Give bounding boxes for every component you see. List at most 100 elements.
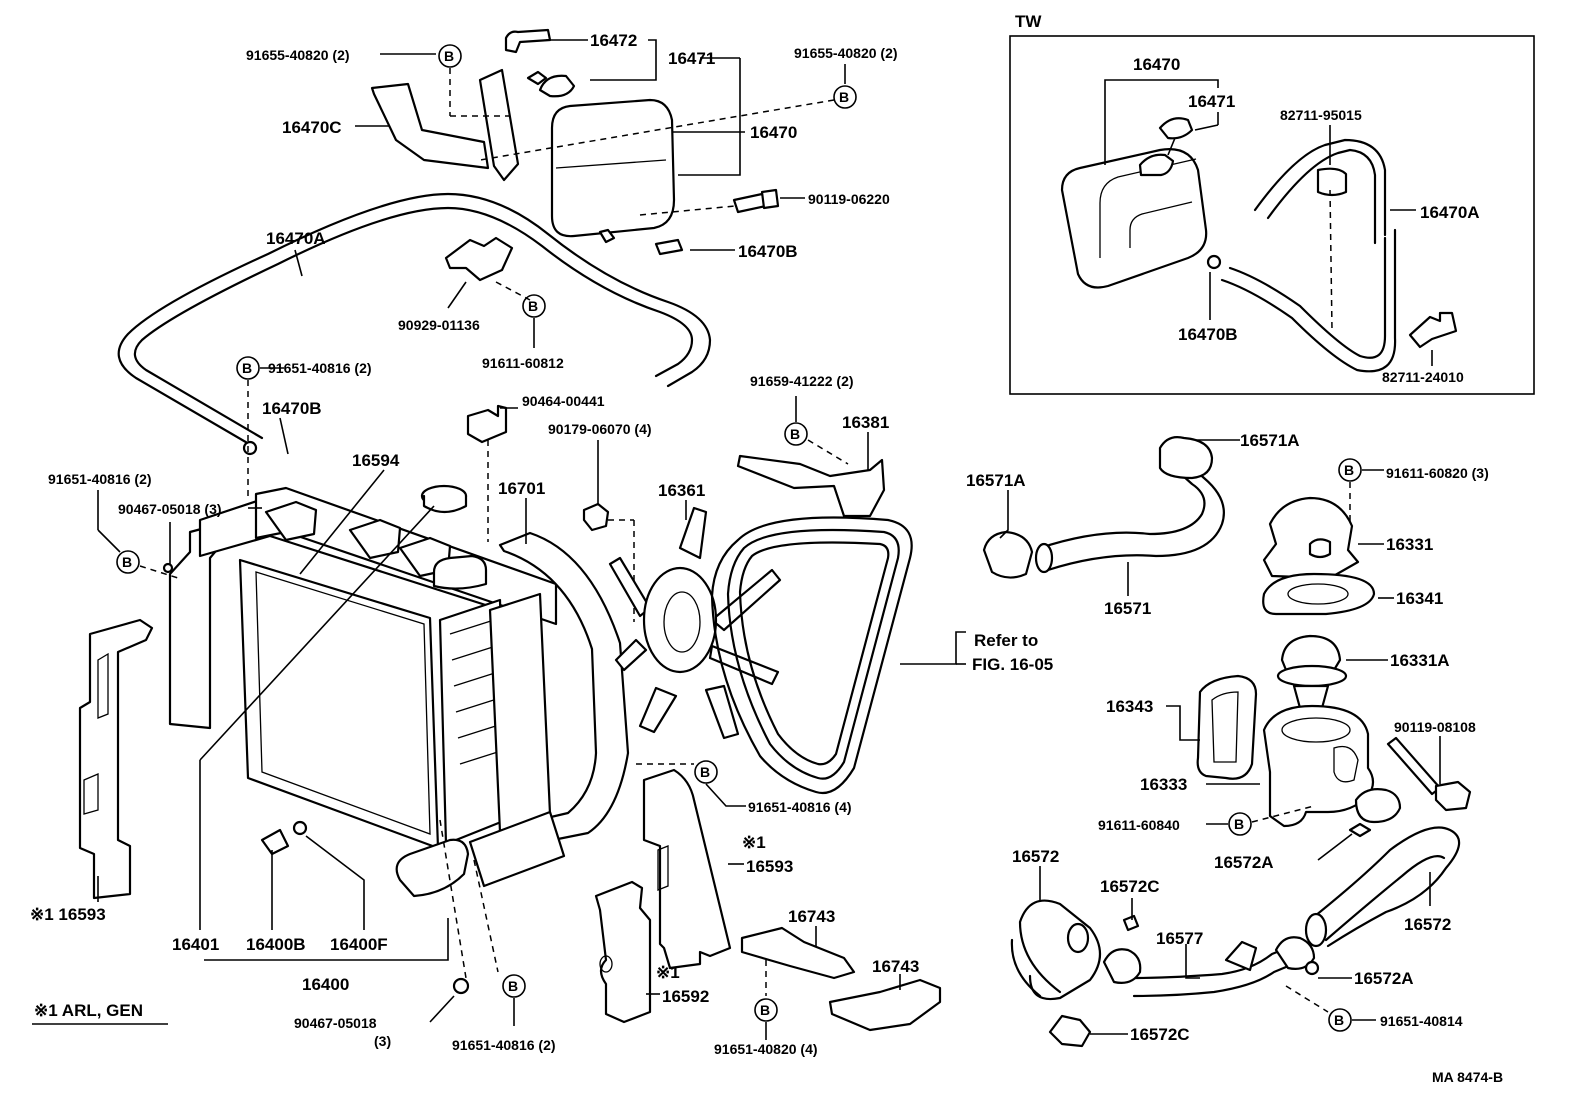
label-91651-40820-b: 91651-40820 (4) (714, 1041, 818, 1057)
tw-label-82711-95015: 82711-95015 (1280, 107, 1362, 123)
label-16331: 16331 (1386, 535, 1433, 554)
gasket-16343 (1196, 674, 1258, 780)
label-90464-00441: 90464-00441 (522, 393, 605, 409)
label-16401: 16401 (172, 935, 219, 954)
bolt-symbol-b8 (784, 422, 808, 446)
lower-seals-group: B 16743 16743 91651-40820 (4) (714, 907, 942, 1057)
water-pipe-16577 (1130, 944, 1300, 998)
mark-1-b: ※1 (656, 963, 680, 982)
bracket-90464-00441 (466, 404, 508, 444)
tw-clamp (1316, 167, 1348, 197)
clamp-16572C-top (1102, 948, 1142, 984)
label-16571A-left: 16571A (966, 471, 1026, 490)
hose-clamp-90929-01136 (444, 236, 514, 282)
label-refer-to: Refer to (974, 631, 1038, 650)
bolt-symbol-b5-text: B (122, 554, 132, 570)
label-16572-right: 16572 (1404, 915, 1451, 934)
fan-group: B 91659-41222 (2) 16381 16361 Refer to F… (608, 373, 1053, 795)
cap-clip (526, 70, 548, 86)
tw-clamp-82711 (1408, 311, 1458, 349)
lower-hose-16572-left (1018, 899, 1102, 1001)
label-16571: 16571 (1104, 599, 1151, 618)
label-16471: 16471 (668, 49, 715, 68)
label-91651-40816-d: 91651-40816 (2) (452, 1037, 556, 1053)
clamp-16572A-a (1354, 788, 1402, 824)
bracket-arm (478, 68, 520, 182)
side-panel-left (168, 522, 222, 730)
inset-frame (1009, 35, 1535, 395)
label-16361: 16361 (658, 481, 705, 500)
tank-nipple (598, 228, 616, 244)
tw-label-16470A: 16470A (1420, 203, 1480, 222)
label-91651-40816-b: 91651-40816 (2) (48, 471, 152, 487)
seal-16593-right (642, 768, 732, 970)
label-16470: 16470 (750, 123, 797, 142)
label-91651-40816-a: 91651-40816 (2) (268, 360, 372, 376)
water-outlet-16331 (1262, 496, 1360, 580)
label-16400F: 16400F (330, 935, 388, 954)
bolt-90119-08108 (1386, 736, 1442, 796)
label-16572A-a: 16572A (1214, 853, 1274, 872)
bolt-symbol-b11-text: B (1234, 816, 1244, 832)
label-16341: 16341 (1396, 589, 1443, 608)
reservoir-cap (538, 74, 576, 98)
bolt-symbol-b1-text: B (444, 48, 454, 64)
label-fig-16-05: FIG. 16-05 (972, 655, 1053, 674)
label-16472: 16472 (590, 31, 637, 50)
seals-group: B 91651-40816 (4) ※1 16593 ※1 16593 ※1 1… (30, 618, 852, 1024)
inset-title: TW (1015, 12, 1042, 31)
label-16381: 16381 (842, 413, 889, 432)
label-91651-40816-c: 91651-40816 (4) (748, 799, 852, 815)
label-16572C-bot: 16572C (1130, 1025, 1190, 1044)
bracket-16470C (370, 82, 490, 170)
label-16333: 16333 (1140, 775, 1187, 794)
label-16743-a: 16743 (788, 907, 835, 926)
footnote-arl-gen: ※1 ARL, GEN (34, 1001, 143, 1020)
label-91655-40820-tl: 91655-40820 (2) (246, 47, 350, 63)
tw-hose-clip (1206, 254, 1222, 270)
seal-16593-left (78, 618, 154, 900)
label-16571A-top: 16571A (1240, 431, 1300, 450)
tw-label-82711-24010: 82711-24010 (1382, 369, 1464, 385)
tw-16471-cap (1158, 117, 1194, 140)
gasket-16341 (1262, 572, 1376, 616)
radiator-core (238, 558, 440, 850)
tw-overflow-hose (1253, 138, 1387, 237)
label-16470B-top: 16470B (738, 242, 798, 261)
bolt-symbol-b8-text: B (790, 426, 800, 442)
label-91611-60820: 91611-60820 (3) (1386, 465, 1489, 481)
label-16470A: 16470A (266, 229, 326, 248)
lower-tank (468, 810, 566, 888)
tw-cap (1138, 153, 1175, 177)
label-16470C: 16470C (282, 118, 342, 137)
seal-16592 (594, 880, 652, 1024)
bolt-symbol-b2-text: B (839, 89, 849, 105)
bolt-symbol-b4 (236, 356, 260, 380)
bolt-symbol-b6-text: B (508, 978, 518, 994)
upper-hose-16571 (1038, 464, 1206, 550)
filler-neck (432, 554, 488, 590)
label-16594: 16594 (352, 451, 400, 470)
drain-plug-16400F (292, 820, 308, 836)
bracket-16381 (736, 454, 886, 518)
bolt-symbol-b1 (438, 44, 462, 68)
bolt-symbol-b12 (1328, 1008, 1352, 1032)
bolt-90119-06220 (732, 192, 768, 214)
bolt-symbol-b11 (1228, 812, 1252, 836)
label-16572-left: 16572 (1012, 847, 1059, 866)
bolt-symbol-b4-text: B (242, 360, 252, 376)
drive-belt (710, 516, 913, 795)
label-91611-60840: 91611-60840 (1098, 817, 1180, 833)
label-16701: 16701 (498, 479, 545, 498)
bolt-symbol-b3 (522, 294, 546, 318)
label-91659-41222: 91659-41222 (2) (750, 373, 854, 389)
bolt-symbol-b5 (116, 550, 140, 574)
document-code: MA 8474-B (1432, 1069, 1503, 1085)
mark-1-a: ※1 (742, 833, 766, 852)
footer: ※1 ARL, GEN MA 8474-B (32, 1001, 1503, 1085)
label-90119-08108: 90119-08108 (1394, 719, 1476, 735)
label-90179-06070: 90179-06070 (4) (548, 421, 652, 437)
bolt-symbol-b3-text: B (528, 298, 538, 314)
thermostat-group: B B 16571A 16571A 91611-60820 (3) 16331 … (966, 431, 1489, 836)
